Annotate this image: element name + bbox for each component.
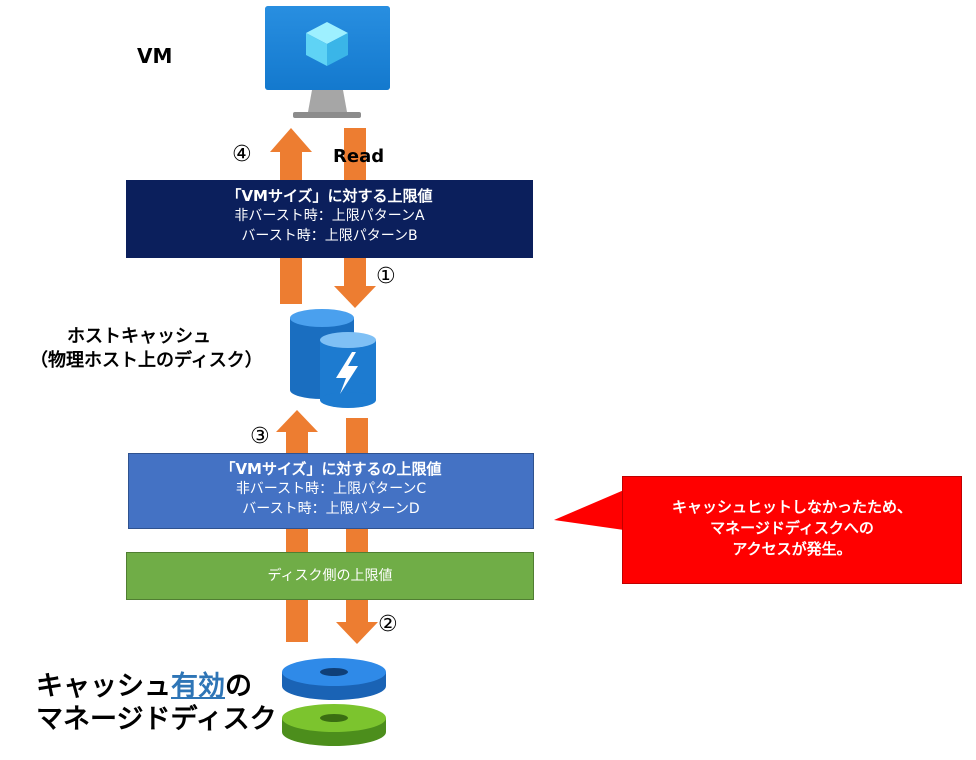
vm-label: VM: [137, 44, 173, 68]
host-cache-sublabel: （物理ホスト上のディスク）: [30, 350, 263, 371]
step-1-label: ①: [376, 264, 396, 289]
vm-size-limit-box: 「VMサイズ」に対する上限値 非バースト時：上限パターンA バースト時：上限パタ…: [126, 180, 533, 258]
read-label: Read: [333, 146, 385, 167]
callout-line-1: キャッシュヒットしなかったため、: [671, 498, 912, 516]
callout-line-2: マネージドディスクへの: [710, 519, 874, 537]
cache-limit-title: 「VMサイズ」に対するの上限値: [220, 460, 442, 478]
callout-line-3: アクセスが発生。: [732, 540, 852, 558]
vm-limit-title: 「VMサイズ」に対する上限値: [226, 187, 433, 205]
cache-limit-line-2: バースト時：上限パターンD: [242, 501, 420, 517]
step-4-label: ④: [232, 142, 252, 167]
arrow-down-lower: [336, 418, 378, 644]
host-cache-icon: [290, 309, 376, 408]
step-2-label: ②: [378, 612, 398, 637]
cache-limit-line-1: 非バースト時：上限パターンC: [235, 481, 427, 497]
managed-disk-highlight: 有効: [171, 671, 225, 702]
vm-limit-line-2: バースト時：上限パターンB: [241, 228, 418, 244]
cache-limit-box: 「VMサイズ」に対するの上限値 非バースト時：上限パターンC バースト時：上限パ…: [128, 453, 534, 529]
disk-limit-box: ディスク側の上限値: [126, 552, 534, 600]
managed-disk-title: キャッシュ有効の: [36, 670, 252, 704]
vm-limit-line-1: 非バースト時：上限パターンA: [234, 208, 425, 224]
vm-monitor-icon: [265, 6, 390, 118]
managed-disk-subtitle: マネージドディスク: [36, 704, 277, 735]
callout-pointer: [554, 490, 624, 530]
managed-disk-suffix: の: [225, 671, 252, 702]
host-cache-label: ホストキャッシュ: [67, 326, 211, 347]
cache-miss-callout: キャッシュヒットしなかったため、 マネージドディスクへの アクセスが発生。: [622, 476, 962, 584]
disk-limit-label: ディスク側の上限値: [267, 568, 393, 584]
managed-disk-prefix: キャッシュ: [36, 671, 171, 702]
step-3-label: ③: [250, 424, 270, 449]
managed-disk-icon: [282, 658, 386, 746]
